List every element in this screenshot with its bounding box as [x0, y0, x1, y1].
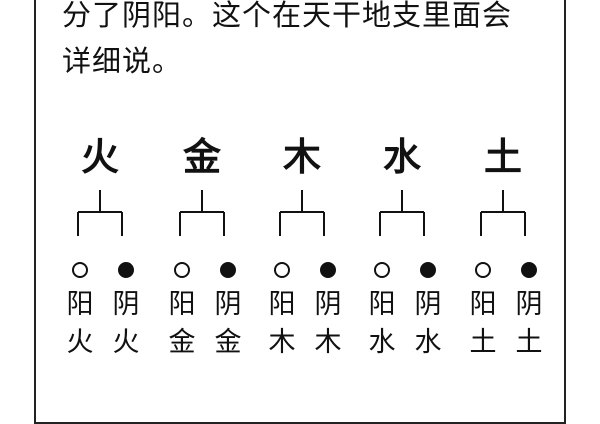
yang-label: 阳 — [66, 289, 94, 320]
yin-label: 阴 — [112, 289, 140, 320]
yin-label: 阴 — [414, 289, 442, 320]
yang-label: 阳 — [469, 289, 497, 320]
intro-text: 分了阴阳。这个在天干地支里面会 详细说。 — [62, 0, 562, 84]
yin-circle-icon — [118, 262, 134, 278]
yang-label: 阳 — [268, 289, 296, 320]
yang-element-label: 木 — [268, 327, 296, 358]
intro-line-2: 详细说。 — [62, 44, 183, 78]
yin-circle-icon — [521, 262, 537, 278]
element-group-fire: 火 阳 火 阴 火 — [50, 0, 150, 400]
yang-circle-icon — [72, 262, 88, 278]
element-group-earth: 土 阳 土 阴 土 — [453, 0, 553, 400]
yin-element-label: 火 — [112, 327, 140, 358]
yang-element-label: 水 — [368, 327, 396, 358]
yin-element-label: 水 — [414, 327, 442, 358]
yin-element-label: 金 — [214, 327, 242, 358]
branch-bracket — [77, 190, 123, 236]
element-title: 土 — [483, 134, 522, 179]
intro-line-1: 分了阴阳。这个在天干地支里面会 — [62, 0, 513, 32]
yang-element-label: 金 — [168, 327, 196, 358]
five-elements-diagram: 火 阳 火 阴 火 金 阳 金 阴 金 木 阳 木 阴 木 水 — [50, 0, 553, 400]
element-group-metal: 金 阳 金 阴 金 — [152, 0, 252, 400]
yang-circle-icon — [174, 262, 190, 278]
yin-circle-icon — [220, 262, 236, 278]
yin-label: 阴 — [314, 289, 342, 320]
yang-element-label: 火 — [66, 327, 94, 358]
yang-label: 阳 — [368, 289, 396, 320]
yin-label: 阴 — [515, 289, 543, 320]
yin-circle-icon — [320, 262, 336, 278]
element-title: 火 — [80, 134, 119, 179]
yin-element-label: 木 — [314, 327, 342, 358]
branch-bracket — [480, 190, 526, 236]
yang-circle-icon — [475, 262, 491, 278]
yang-label: 阳 — [168, 289, 196, 320]
branch-bracket — [379, 190, 425, 236]
branch-bracket — [179, 190, 225, 236]
element-group-wood: 木 阳 木 阴 木 — [252, 0, 352, 400]
element-group-water: 水 阳 水 阴 水 — [352, 0, 452, 400]
element-title: 金 — [182, 134, 221, 179]
yin-label: 阴 — [214, 289, 242, 320]
yin-element-label: 土 — [515, 327, 543, 358]
element-title: 木 — [282, 134, 321, 179]
branch-bracket — [279, 190, 325, 236]
element-title: 水 — [382, 134, 421, 179]
yang-circle-icon — [274, 262, 290, 278]
yin-circle-icon — [420, 262, 436, 278]
yang-element-label: 土 — [469, 327, 497, 358]
yang-circle-icon — [374, 262, 390, 278]
